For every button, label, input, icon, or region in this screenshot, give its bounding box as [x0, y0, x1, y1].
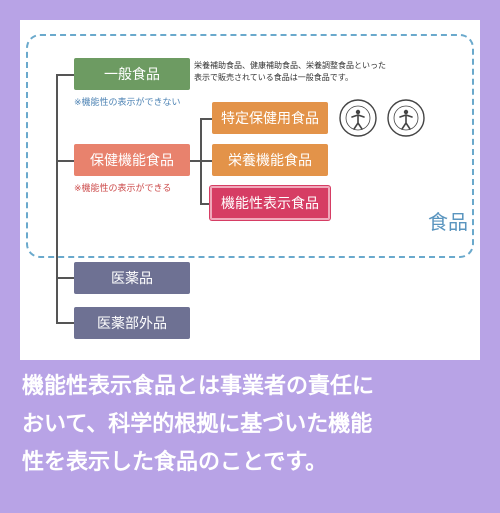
- general-food-description: 栄養補助食品、健康補助食品、栄養調整食品といった 表示で販売されている食品は一般…: [194, 60, 386, 84]
- tokuho-approval-mark-icon: [339, 99, 377, 137]
- branch-general: [56, 74, 74, 76]
- caption: 機能性表示食品とは事業者の責任に おいて、科学的根拠に基づいた機能 性を表示した…: [22, 368, 482, 482]
- general-food-label: 一般食品: [104, 67, 160, 83]
- nutrient-function-box: 栄養機能食品: [212, 144, 328, 176]
- drug-label: 医薬品: [111, 271, 153, 287]
- branch-tokuho: [200, 118, 212, 120]
- branch-nutrient: [200, 160, 212, 162]
- quasi-drug-box: 医薬部外品: [74, 307, 190, 339]
- diagram-card: 一般食品 ※機能性の表示ができない 栄養補助食品、健康補助食品、栄養調整食品とい…: [20, 20, 480, 360]
- health-function-food-box: 保健機能食品: [74, 144, 190, 176]
- general-food-note: ※機能性の表示ができない: [74, 98, 181, 108]
- functional-claim-box: 機能性表示食品: [210, 186, 330, 220]
- food-category-boundary: [26, 34, 474, 258]
- health-function-food-label: 保健機能食品: [90, 153, 174, 169]
- general-food-description-line2: 表示で販売されている食品は一般食品です。: [194, 73, 353, 82]
- food-category-label: 食品: [428, 210, 468, 234]
- quasi-drug-label: 医薬部外品: [97, 316, 167, 332]
- general-food-box: 一般食品: [74, 58, 190, 90]
- tokuho-label: 特定保健用食品: [221, 111, 319, 127]
- caption-line1: 機能性表示食品とは事業者の責任に: [22, 374, 375, 399]
- drug-box: 医薬品: [74, 262, 190, 294]
- caption-line3: 性を表示した食品のことです。: [22, 450, 328, 475]
- health-sub-connector: [190, 160, 202, 162]
- conditional-tokuho-mark-icon: [387, 99, 425, 137]
- branch-health: [56, 160, 74, 162]
- functional-claim-label: 機能性表示食品: [221, 196, 319, 212]
- general-food-description-line1: 栄養補助食品、健康補助食品、栄養調整食品といった: [194, 61, 386, 70]
- branch-functional: [200, 203, 212, 205]
- nutrient-function-label: 栄養機能食品: [228, 153, 312, 169]
- tokuho-box: 特定保健用食品: [212, 102, 328, 134]
- caption-line2: おいて、科学的根拠に基づいた機能: [22, 412, 373, 437]
- branch-drug: [56, 277, 74, 279]
- branch-quasi-drug: [56, 322, 74, 324]
- main-trunk-line: [56, 74, 58, 324]
- health-function-food-note: ※機能性の表示ができる: [74, 184, 172, 194]
